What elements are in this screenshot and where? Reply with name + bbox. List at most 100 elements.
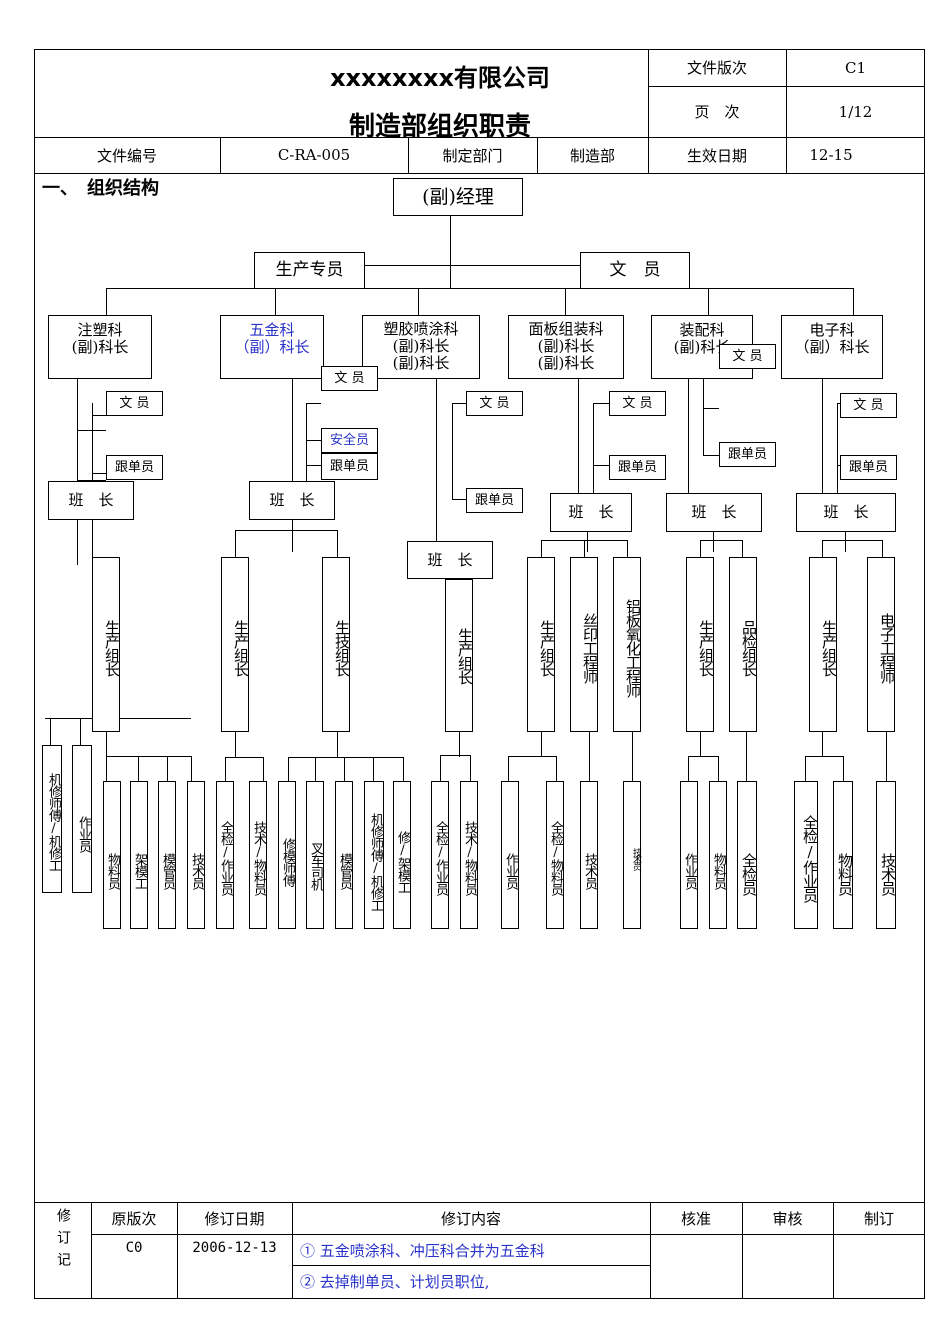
page-label: 页 次 [694, 103, 740, 121]
rack-box: 架模工 [130, 781, 148, 929]
follow-box: 跟单员 [466, 488, 523, 513]
dept-head: (副)科长 [673, 338, 731, 356]
rev-col-make: 制订 [863, 1209, 894, 1228]
document-page [34, 49, 925, 1299]
clerk-box: 文 员 [466, 391, 523, 416]
team-leader-box: 班 长 [796, 493, 896, 532]
section-title: 一、 组织结构 [42, 178, 159, 199]
prod-group-leader-box: 生产组长 [221, 557, 250, 732]
alum-engineer-box: 铝板氧化工程师 [613, 557, 642, 732]
mold-mgr-box: 模管员 [335, 781, 353, 929]
dept-name: 塑胶喷涂科 [383, 320, 459, 338]
mech-repair-box: 机修师傅/机修工 [42, 745, 62, 893]
top-clerk-box: 文 员 [580, 252, 690, 289]
docno-value: C-RA-005 [277, 146, 351, 164]
docno-label: 文件编号 [96, 146, 157, 165]
qc-group-leader-box: 品检组长 [729, 557, 758, 732]
rev-col-date: 修订日期 [204, 1209, 265, 1228]
dept-electronics-box: 电子科 （副）科长 [781, 315, 883, 379]
clerk-box: 文 员 [840, 393, 897, 418]
tech-box: 技术员 [187, 781, 205, 929]
version-value: C1 [844, 58, 867, 77]
elec-engineer-box: 电子工程师 [867, 557, 896, 732]
tech-box: 技术员 [580, 781, 598, 929]
clerk-box: 文 员 [321, 366, 378, 391]
silk-engineer-box: 丝印工程师 [570, 557, 599, 732]
document-title: 制造部组织职责 [348, 112, 531, 142]
tech-material-box: 技术/物料员 [460, 781, 478, 929]
prod-group-leader-box: 生产组长 [686, 557, 715, 732]
operator-box: 作业员 [72, 745, 92, 893]
material-box: 物料员 [709, 781, 727, 929]
operator-box: 作业员 [680, 781, 698, 929]
dept-value: 制造部 [569, 146, 615, 165]
rev-row-version: C0 [125, 1240, 143, 1256]
prod-group-leader-box: 生产组长 [809, 557, 838, 732]
dept-head: (副)科长 [537, 337, 595, 355]
dept-injection-box: 注塑科 (副)科长 [48, 315, 152, 379]
prod-group-leader-box: 生产组长 [445, 579, 474, 732]
repair-rack-box: 修/架模工 [393, 781, 411, 929]
rev-content-2: ② 去掉制单员、计划员职位, [300, 1272, 490, 1291]
prod-specialist-box: 生产专员 [254, 252, 365, 289]
rev-col-approve: 核准 [680, 1209, 711, 1228]
rev-col-review: 审核 [772, 1209, 803, 1228]
dept-head: (副)科长 [392, 337, 450, 355]
follow-box: 跟单员 [321, 453, 378, 480]
effective-value: 12-15 [809, 146, 853, 164]
dept-spraying-box: 塑胶喷涂科 (副)科长 (副)科长 [362, 315, 480, 379]
dept-head: (副)科长 [71, 338, 129, 356]
dept-panel-box: 面板组装科 (副)科长 (副)科长 [508, 315, 624, 379]
follow-box: 跟单员 [840, 455, 897, 480]
safety-box: 安全员 [321, 428, 378, 453]
rev-content-1: ① 五金喷涂科、冲压科合并为五金科 [300, 1241, 545, 1260]
team-leader-box: 班 长 [407, 541, 493, 579]
dept-name: 装配科 [679, 321, 725, 339]
forklift-box: 叉车司机 [306, 781, 324, 929]
mech-repair-box: 机修师傅/机修工 [364, 781, 384, 929]
version-label: 文件版次 [686, 59, 747, 77]
follow-box: 跟单员 [719, 442, 776, 467]
dept-hardware-box: 五金科 （副）科长 [220, 315, 324, 379]
page-value: 1/12 [838, 102, 873, 121]
team-leader-box: 班 长 [666, 493, 762, 532]
prod-group-leader-box: 生产组长 [527, 557, 556, 732]
material-box: 物料员 [103, 781, 121, 929]
rev-col-content: 修订内容 [440, 1209, 501, 1228]
manager-box: (副)经理 [393, 178, 523, 216]
dept-name: 五金科 [249, 321, 295, 339]
operator-box: 作业员 [501, 781, 519, 929]
dept-head: （副）科长 [794, 338, 870, 356]
revision-side-label: 修订记 [55, 1208, 71, 1274]
tech-material-box: 技术/物料员 [249, 781, 267, 929]
qc-material-box: 全检/物料员 [546, 781, 564, 929]
dept-head-2: (副)科长 [392, 354, 450, 372]
material-box: 物料员 [833, 781, 854, 929]
rev-col-version: 原版次 [111, 1209, 157, 1228]
mold-repair-box: 修模师傅 [278, 781, 296, 929]
dept-head-2: (副)科长 [537, 354, 595, 372]
effective-label: 生效日期 [686, 146, 747, 165]
dept-name: 注塑科 [77, 321, 123, 339]
rev-row-date: 2006-12-13 [192, 1240, 277, 1256]
full-qc-box: 全检员 [737, 781, 758, 929]
qc-operator-box: 全检/作业员 [794, 781, 819, 929]
clerk-box: 文 员 [719, 344, 776, 369]
follow-box: 跟单员 [609, 455, 666, 480]
clerk-box: 文 员 [106, 391, 163, 416]
qc-operator-box: 全检/作业员 [431, 781, 449, 929]
mold-mgr-box: 模管员 [158, 781, 176, 929]
team-leader-box: 班 长 [48, 481, 134, 520]
team-leader-box: 班 长 [249, 481, 335, 520]
dept-name: 面板组装科 [528, 320, 604, 338]
tech-small-box: 技术员 [623, 781, 641, 929]
tech-box: 技术员 [876, 781, 897, 929]
follow-box: 跟单员 [106, 455, 163, 480]
prod-group-leader-box: 生产组长 [92, 557, 121, 732]
clerk-box: 文 员 [609, 391, 666, 416]
dept-label: 制定部门 [442, 146, 503, 165]
dept-name: 电子科 [809, 321, 855, 339]
team-leader-box: 班 长 [550, 493, 632, 532]
company-name: xxxxxxxx有限公司 [330, 64, 550, 92]
qc-operator-box: 全检/作业员 [216, 781, 234, 929]
